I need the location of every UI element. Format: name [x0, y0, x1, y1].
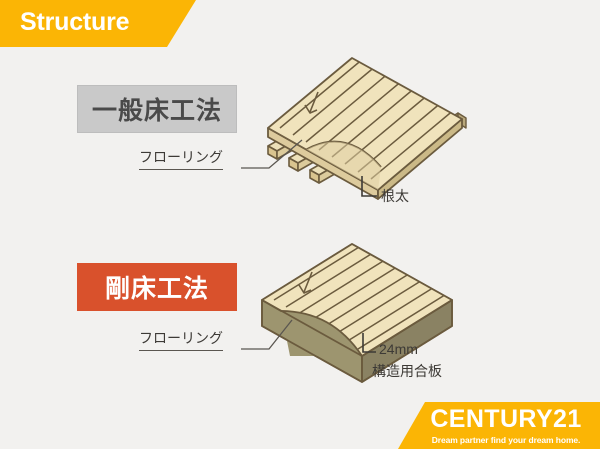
chip-text-general: 一般床工法	[91, 97, 222, 125]
logo-brand-name: CENTURY21	[430, 404, 582, 433]
diagram-general-floor-method	[241, 57, 467, 200]
deck-arrow	[304, 91, 319, 114]
chip-text-rigid: 剛床工法	[104, 275, 209, 303]
callout-plywood-name: 構造用合板	[372, 362, 442, 379]
callout-plywood: 24mm 構造用合板	[372, 341, 442, 380]
deck-top-face	[267, 57, 463, 191]
century21-logo: CENTURY21 Dream partner find your dream …	[398, 402, 600, 449]
leader-joist	[361, 176, 377, 197]
callout-plywood-thickness: 24mm	[379, 341, 418, 357]
deck-plank-lines	[279, 58, 456, 180]
joist-end-blocks	[392, 112, 467, 162]
deck-cutaway	[268, 128, 382, 190]
leader-plywood	[362, 333, 376, 353]
callout-flooring-bottom: フローリング	[139, 330, 223, 351]
rigid-deck-arrow	[298, 271, 313, 294]
callout-flooring-top: フローリング	[139, 149, 223, 170]
header-banner: Structure	[0, 0, 196, 47]
deck-front-face	[267, 127, 379, 200]
joist-beam	[309, 129, 390, 184]
leader-flooring-top	[241, 139, 303, 169]
leader-flooring-bottom	[241, 319, 293, 350]
joist-beam	[267, 105, 348, 160]
rigid-deck-cutaway-hollow	[281, 311, 362, 356]
callout-joist: 根太	[381, 188, 409, 204]
rigid-deck-plank-lines	[273, 244, 449, 350]
label-chip-rigid-floor-method: 剛床工法	[77, 263, 237, 311]
rigid-deck-top	[261, 243, 453, 357]
plywood-top-face	[261, 243, 453, 357]
page-title: Structure	[20, 8, 130, 36]
joist-group	[267, 105, 390, 184]
plywood-front-face	[261, 299, 363, 383]
deck-right-face	[377, 118, 463, 200]
label-chip-general-floor-method: 一般床工法	[77, 85, 237, 133]
logo-tagline: Dream partner find your dream home.	[431, 434, 581, 445]
joist-beam	[288, 117, 369, 172]
